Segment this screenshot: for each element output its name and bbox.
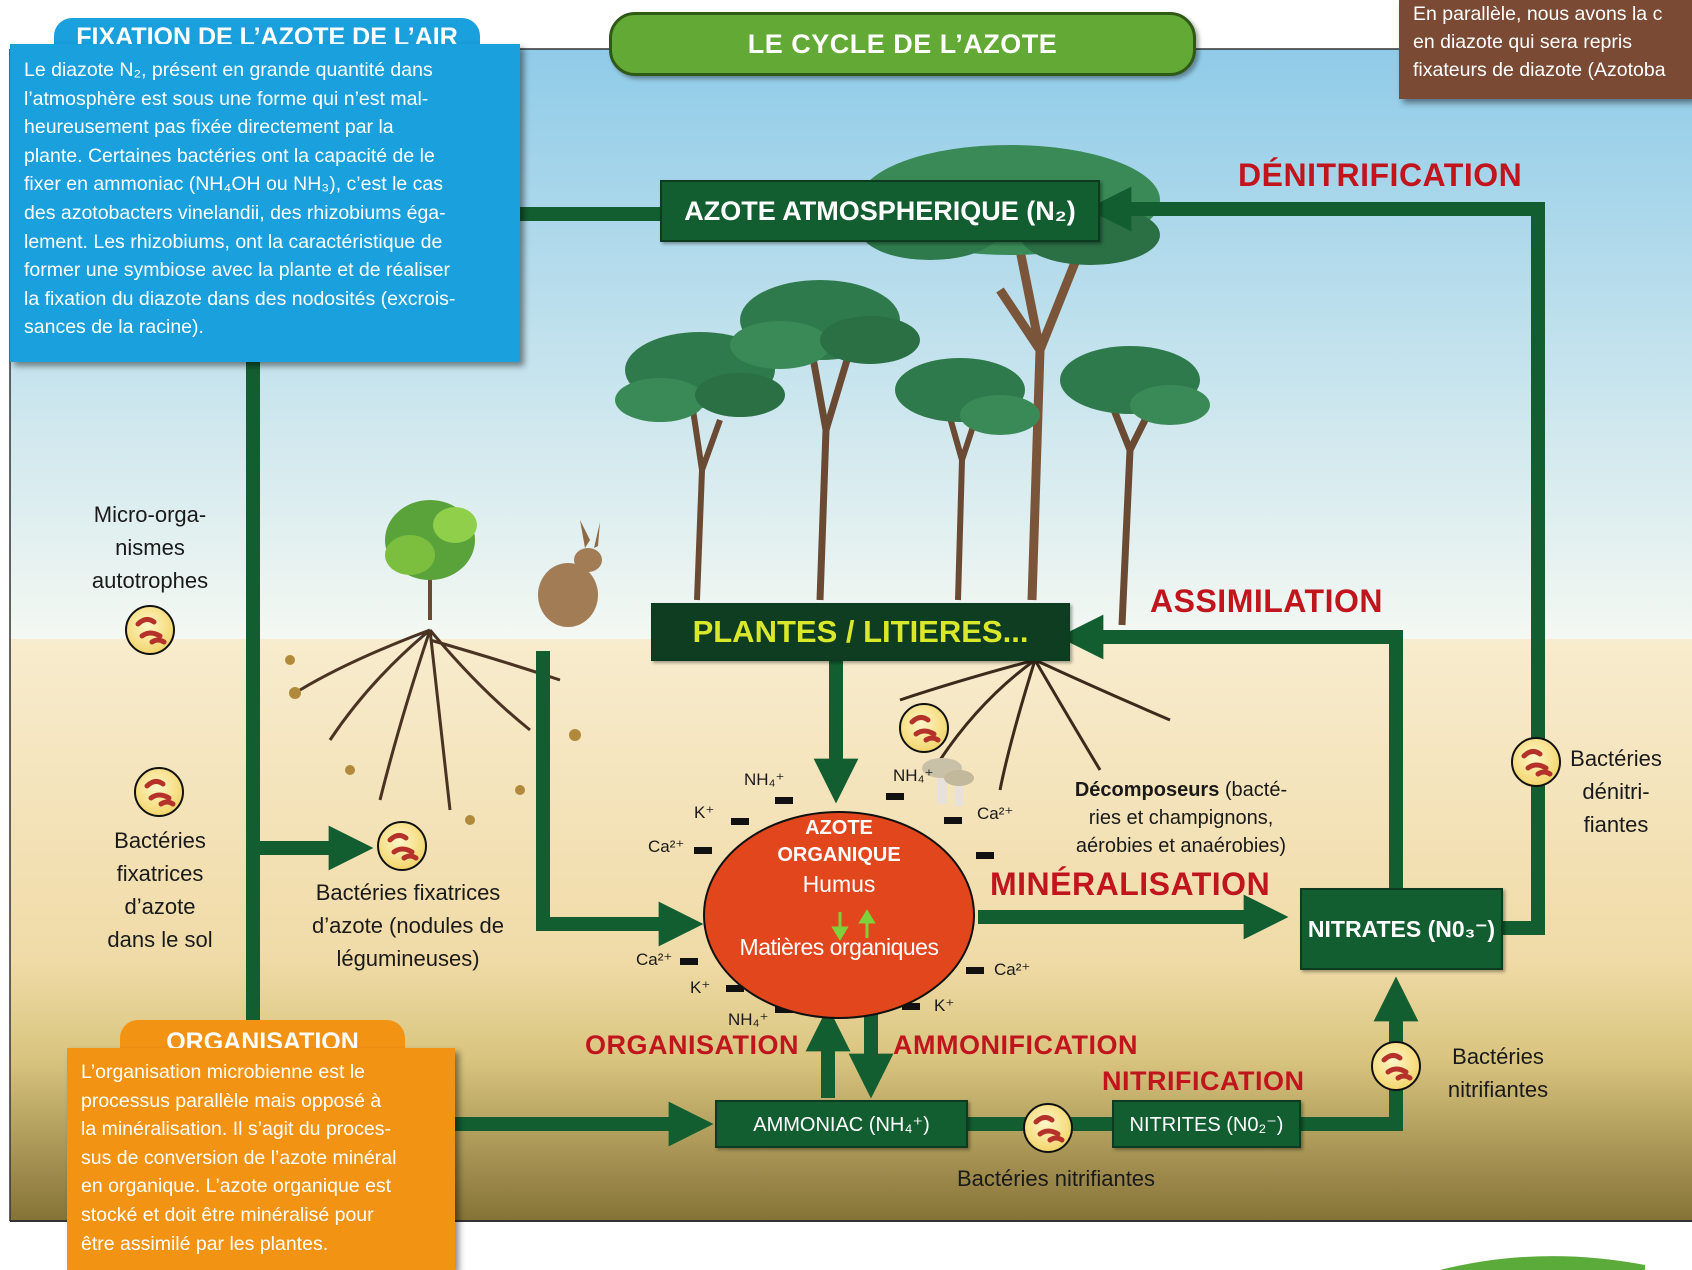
- ion-ca-label: Ca²⁺: [648, 837, 685, 856]
- bacteria-icon: [134, 767, 184, 817]
- ammoniac-box: AMMONIAC (NH₄⁺): [715, 1100, 968, 1148]
- nitrites-box: NITRITES (N0₂⁻): [1112, 1100, 1301, 1148]
- organisation-line: en organique. L’azote organique est: [81, 1175, 392, 1198]
- fixation-info-box: Le diazote N₂, présent en grande quantit…: [10, 44, 520, 362]
- bacteria-icon: [1371, 1041, 1421, 1091]
- organisation-line: processus parallèle mais opposé à: [81, 1089, 382, 1112]
- organic-matter-label: Matières organiques: [739, 934, 939, 960]
- nitrifying-bacteria-line: Bactéries: [1452, 1044, 1544, 1069]
- nitrates-label: NITRATES (N0₃⁻): [1307, 915, 1496, 942]
- bacteria-icon: [1511, 737, 1561, 787]
- nitrates-box: NITRATES (N0₃⁻): [1300, 888, 1503, 970]
- denitrifying-bacteria-label: Bactéries dénitri- fiantes: [1560, 742, 1672, 841]
- organic-nitrogen-line1: AZOTE: [805, 817, 873, 839]
- fixation-line: l’atmosphère est sous une forme qui n’es…: [24, 87, 429, 110]
- ion-ca-label: Ca²⁺: [636, 950, 673, 969]
- nodule-bacteria-line: d’azote (nodules de: [311, 913, 505, 938]
- ion-k-label: K⁺: [934, 996, 955, 1015]
- micro-organisms-line: Micro-orga-: [93, 502, 207, 527]
- organisation-line: la minéralisation. Il s’agit du proces-: [81, 1118, 391, 1141]
- fixation-line: la fixation du diazote dans des nodosité…: [24, 287, 456, 310]
- parallel-info-box: En parallèle, nous avons la c en diazote…: [1399, 0, 1692, 99]
- organisation-label: ORGANISATION: [585, 1030, 799, 1060]
- plants-litter-label: PLANTES / LITIERES...: [692, 614, 1029, 649]
- fixation-line: lement. Les rhizobiums, ont la caractéri…: [24, 230, 443, 253]
- title-banner: LE CYCLE DE L’AZOTE: [609, 12, 1196, 76]
- decomposers-label: Décomposeurs (bacté- ries et champignons…: [1050, 776, 1312, 860]
- soil-fixing-bacteria-line: d’azote: [124, 894, 196, 919]
- nitrites-label: NITRITES (N0₂⁻): [1129, 1113, 1284, 1136]
- ion-ca-label: Ca²⁺: [977, 804, 1014, 823]
- decomposers-title-rest: (bacté-: [1219, 779, 1288, 801]
- denitrifying-bacteria-line: fiantes: [1583, 812, 1649, 837]
- fixation-line: des azotobacters vinelandii, des rhizobi…: [24, 201, 446, 224]
- hare: [538, 520, 602, 627]
- ammonification-label: AMMONIFICATION: [893, 1030, 1138, 1060]
- bacteria-icon: [125, 605, 175, 655]
- nitrifying-bacteria-label-right: Bactéries nitrifiantes: [1428, 1040, 1568, 1106]
- flow-arrows: [246, 186, 1545, 1147]
- ion-nh4-label: NH₄⁺: [893, 766, 934, 785]
- fixation-line: plante. Certaines bactéries ont la capac…: [24, 144, 435, 167]
- bacteria-icon: [377, 821, 427, 871]
- atmospheric-nitrogen-box: AZOTE ATMOSPHERIQUE (N₂): [660, 180, 1100, 242]
- nodule-bacteria-label: Bactéries fixatrices d’azote (nodules de…: [290, 876, 526, 975]
- corner-green-shape: [1440, 1256, 1645, 1270]
- fixation-line: former une symbiose avec la plante et de…: [24, 259, 450, 282]
- parallel-info-line: En parallèle, nous avons la c: [1413, 3, 1663, 25]
- ion-k-label: K⁺: [690, 978, 711, 997]
- soil-fixing-bacteria-line: dans le sol: [107, 927, 213, 952]
- organisation-line: sus de conversion de l’azote minéral: [81, 1146, 397, 1169]
- soil-fixing-bacteria-label: Bactéries fixatrices d’azote dans le sol: [80, 824, 240, 956]
- organic-nitrogen-line2: ORGANIQUE: [777, 844, 901, 866]
- bacteria-icon: [899, 703, 949, 753]
- page-title: LE CYCLE DE L’AZOTE: [747, 28, 1058, 59]
- nitrifying-bacteria-line: nitrifiantes: [1447, 1077, 1549, 1102]
- plants-litter-box: PLANTES / LITIERES...: [651, 603, 1070, 661]
- decomposers-line: ries et champignons,: [1088, 807, 1274, 829]
- fixation-line: heureusement pas fixée directement par l…: [24, 116, 394, 139]
- soil-fixing-bacteria-line: fixatrices: [116, 861, 204, 886]
- mineralisation-label: MINÉRALISATION: [990, 866, 1271, 902]
- tree-roots: [899, 658, 1171, 791]
- soil-fixing-bacteria-line: Bactéries: [114, 828, 206, 853]
- micro-organisms-line: nismes: [115, 535, 185, 560]
- organisation-line: L’organisation microbienne est le: [81, 1061, 366, 1083]
- ion-k-label: K⁺: [694, 803, 715, 822]
- legume-shrub: [285, 500, 581, 825]
- decomposers-title: Décomposeurs: [1074, 779, 1220, 801]
- fixation-line: sances de la racine).: [24, 316, 204, 339]
- ion-nh4-label: NH₄⁺: [728, 1010, 769, 1029]
- bacteria-icon: [1023, 1103, 1073, 1153]
- parallel-info-line: fixateurs de diazote (Azotoba: [1413, 59, 1666, 81]
- humus-label: Humus: [802, 871, 876, 897]
- humus-exchange-arrows: [831, 909, 876, 941]
- fixation-line: Le diazote N₂, présent en grande quantit…: [24, 59, 433, 81]
- organisation-line: stocké et doit être minéralisé pour: [81, 1203, 374, 1226]
- micro-organisms-line: autotrophes: [91, 568, 209, 593]
- nodule-bacteria-line: légumineuses): [336, 946, 480, 971]
- assimilation-label: ASSIMILATION: [1150, 583, 1383, 619]
- ion-ca-label: Ca²⁺: [994, 960, 1031, 979]
- fixation-line: fixer en ammoniac (NH₄OH ou NH₃), c’est …: [24, 173, 444, 196]
- nitrification-label: NITRIFICATION: [1102, 1066, 1305, 1096]
- organic-nitrogen-text: AZOTE ORGANIQUE Humus: [704, 815, 974, 899]
- organisation-line: être assimilé par les plantes.: [81, 1232, 329, 1255]
- denitrification-label: DÉNITRIFICATION: [1238, 157, 1523, 193]
- decomposers-line: aérobies et anaérobies): [1075, 835, 1287, 857]
- denitrifying-bacteria-line: Bactéries: [1570, 746, 1662, 771]
- nitrifying-bacteria-label-bottom: Bactéries nitrifiantes: [956, 1166, 1156, 1191]
- ammoniac-label: AMMONIAC (NH₄⁺): [753, 1113, 930, 1136]
- parallel-info-line: en diazote qui sera repris: [1413, 31, 1632, 53]
- mushrooms: [922, 758, 974, 806]
- ion-nh4-label: NH₄⁺: [744, 770, 785, 789]
- atmospheric-nitrogen-label: AZOTE ATMOSPHERIQUE (N₂): [684, 195, 1076, 226]
- organisation-info-box: L’organisation microbienne est le proces…: [67, 1048, 455, 1270]
- micro-organisms-label: Micro-orga- nismes autotrophes: [70, 498, 230, 597]
- denitrifying-bacteria-line: dénitri-: [1582, 779, 1650, 804]
- nodule-bacteria-line: Bactéries fixatrices: [315, 880, 501, 905]
